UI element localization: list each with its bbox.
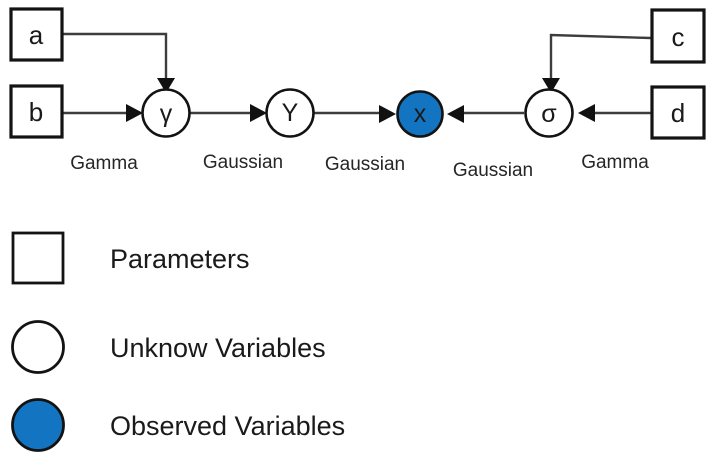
- edge-label-gamma-to-Y: Gaussian: [203, 152, 283, 173]
- node-parameter-d[interactable]: d: [650, 85, 706, 140]
- node-variable-x-observed[interactable]: x: [396, 90, 444, 138]
- arrow-head-icon: [379, 105, 396, 123]
- arrow-head-icon: [250, 104, 267, 122]
- edge-Y-to-x: [313, 105, 396, 123]
- edge-a-to-gamma: [62, 32, 175, 93]
- edge-label-sigma-prior: Gamma: [581, 152, 649, 173]
- arrow-head-icon: [157, 78, 175, 93]
- node-label-gamma: γ: [160, 100, 173, 128]
- edge-label-Y-to-x: Gaussian: [325, 154, 405, 175]
- node-label-b: b: [29, 97, 43, 127]
- node-variable-gamma[interactable]: γ: [141, 88, 191, 138]
- node-label-c: c: [672, 22, 685, 52]
- node-label-sigma: σ: [541, 100, 557, 128]
- node-variable-Y[interactable]: Y: [265, 88, 315, 138]
- legend-item-observed-variables: Observed Variables: [11, 398, 345, 452]
- node-parameter-b[interactable]: b: [9, 84, 64, 139]
- node-parameter-c[interactable]: c: [650, 8, 706, 64]
- node-label-Y: Y: [282, 99, 299, 127]
- node-label-x: x: [414, 100, 427, 128]
- legend-label-unknown-variables: Unknow Variables: [110, 333, 326, 363]
- node-parameter-a[interactable]: a: [9, 7, 64, 62]
- arrow-head-icon: [447, 105, 464, 123]
- arrow-head-icon: [542, 78, 560, 93]
- edge-gamma-to-Y: [190, 104, 267, 122]
- legend-label-observed-variables: Observed Variables: [110, 411, 345, 441]
- edge-sigma-to-x: [447, 105, 524, 123]
- legend-circle-filled-icon: [11, 398, 65, 452]
- legend-item-parameters: Parameters: [11, 231, 250, 285]
- node-label-a: a: [29, 20, 44, 50]
- edge-c-to-sigma: [542, 33, 652, 93]
- edge-d-to-sigma: [578, 104, 651, 122]
- arrow-head-icon: [126, 104, 143, 122]
- node-label-d: d: [671, 98, 685, 128]
- legend-square-icon: [11, 231, 65, 285]
- legend-item-unknown-variables: Unknow Variables: [11, 320, 326, 374]
- node-variable-sigma[interactable]: σ: [524, 88, 574, 138]
- legend: Parameters Unknow Variables Observed Var…: [11, 231, 345, 452]
- arrow-head-icon: [578, 104, 595, 122]
- edge-b-to-gamma: [62, 104, 143, 122]
- legend-label-parameters: Parameters: [110, 244, 250, 274]
- legend-circle-outline-icon: [11, 320, 65, 374]
- edge-label-gamma-prior: Gamma: [70, 153, 138, 174]
- edge-label-sigma-to-x: Gaussian: [453, 160, 533, 181]
